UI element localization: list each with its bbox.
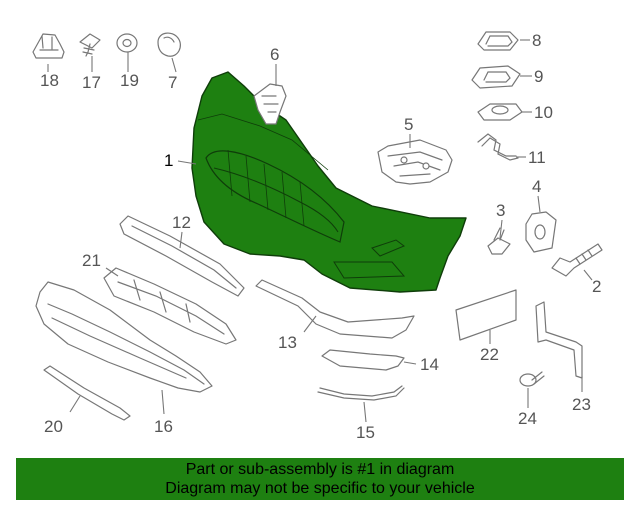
part-15-trim bbox=[317, 385, 405, 401]
leader-lines bbox=[47, 39, 593, 423]
bumper-cover bbox=[191, 71, 467, 293]
part-23-bracket bbox=[535, 301, 583, 379]
callout-9: 9 bbox=[534, 67, 543, 86]
callout-3: 3 bbox=[496, 201, 505, 220]
callout-18: 18 bbox=[40, 71, 59, 90]
part-5-bracket bbox=[377, 139, 453, 185]
part-8-plate bbox=[477, 31, 519, 51]
part-22-license-plate-holder bbox=[455, 289, 517, 341]
callout-7: 7 bbox=[168, 73, 177, 92]
callout-4: 4 bbox=[532, 177, 541, 196]
part-4-clip bbox=[525, 211, 557, 253]
callout-5: 5 bbox=[404, 115, 413, 134]
part-10-sensor-holder bbox=[477, 103, 523, 121]
part-21-deflector bbox=[103, 267, 237, 345]
part-24-screw bbox=[519, 371, 545, 387]
callout-17: 17 bbox=[82, 73, 101, 92]
callout-2: 2 bbox=[592, 277, 601, 296]
parts-diagram: 18 17 19 7 6 5 8 9 10 11 1 3 4 2 12 21 1… bbox=[32, 31, 603, 442]
info-banner: Part or sub-assembly is #1 in diagram Di… bbox=[16, 458, 624, 500]
part-12-absorber bbox=[119, 215, 245, 297]
part-7-cap bbox=[157, 32, 181, 57]
callout-24: 24 bbox=[518, 409, 537, 428]
callout-19: 19 bbox=[120, 71, 139, 90]
banner-line-1: Part or sub-assembly is #1 in diagram bbox=[185, 461, 455, 478]
callout-14: 14 bbox=[420, 355, 439, 374]
callout-10: 10 bbox=[534, 103, 553, 122]
callout-8: 8 bbox=[532, 31, 541, 50]
part-6-bracket bbox=[253, 83, 287, 125]
callout-12: 12 bbox=[172, 213, 191, 232]
callout-16: 16 bbox=[154, 417, 173, 436]
part-17-screw bbox=[79, 33, 101, 57]
part-14-trim bbox=[321, 349, 405, 371]
part-13-trim bbox=[255, 279, 415, 339]
callout-13: 13 bbox=[278, 333, 297, 352]
callout-6: 6 bbox=[270, 45, 279, 64]
part-3-bolt bbox=[487, 227, 511, 255]
callout-11: 11 bbox=[528, 148, 546, 167]
callout-1: 1 bbox=[164, 151, 173, 170]
callout-labels: 18 17 19 7 6 5 8 9 10 11 1 3 4 2 12 21 1… bbox=[40, 31, 601, 442]
callout-23: 23 bbox=[572, 395, 591, 414]
part-18-clip bbox=[32, 33, 65, 59]
part-20-strip bbox=[43, 365, 131, 421]
part-11-wire bbox=[477, 133, 519, 161]
part-9-plate bbox=[471, 65, 521, 89]
part-16-spoiler bbox=[35, 281, 213, 393]
callout-15: 15 bbox=[356, 423, 375, 442]
banner-line-2: Diagram may not be specific to your vehi… bbox=[165, 480, 475, 497]
part-2-stud bbox=[551, 243, 603, 277]
part-19-washer bbox=[116, 33, 138, 53]
callout-21: 21 bbox=[82, 251, 101, 270]
callout-22: 22 bbox=[480, 345, 499, 364]
callout-20: 20 bbox=[44, 417, 63, 436]
